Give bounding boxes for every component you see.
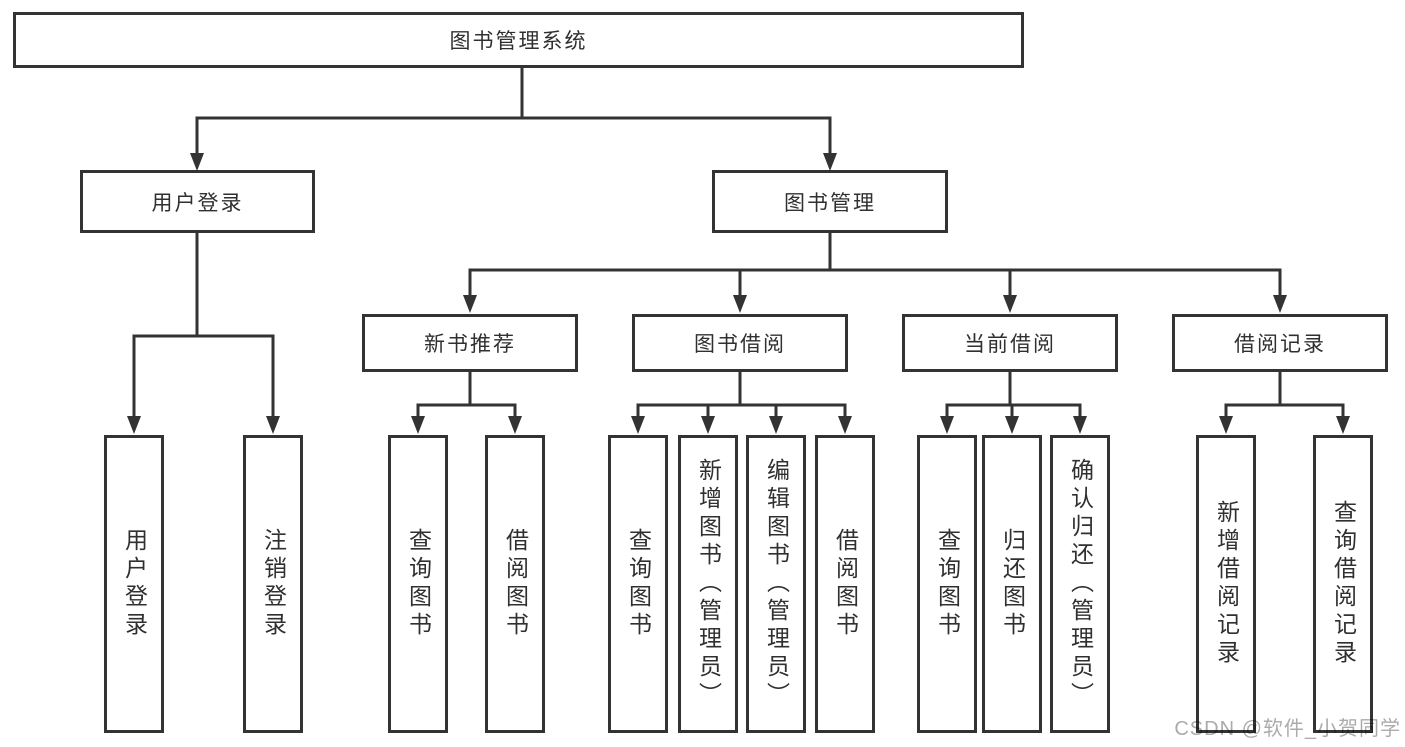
leaf-label: 编辑图书（管理员） — [763, 458, 790, 710]
arrow-down-icon — [127, 416, 141, 434]
connector-root-to-level2 — [195, 66, 832, 156]
leaf-query-books-recommend: 查询图书 — [388, 435, 448, 733]
leaf-label: 注销登录 — [260, 528, 287, 640]
node-label: 图书管理 — [784, 191, 876, 215]
arrow-down-icon — [411, 416, 425, 434]
leaf-add-borrow-record: 新增借阅记录 — [1196, 435, 1256, 733]
arrow-down-icon — [1273, 295, 1287, 313]
arrow-down-icon — [940, 416, 954, 434]
connector-current-to-leaves — [945, 370, 1082, 420]
leaf-label: 用户登录 — [121, 528, 148, 640]
arrowheads — [127, 153, 1350, 434]
node-label: 借阅记录 — [1234, 333, 1326, 356]
node-label: 用户登录 — [151, 191, 244, 215]
leaf-label: 新增图书（管理员） — [695, 458, 722, 710]
arrow-down-icon — [508, 416, 522, 434]
leaf-label: 查询图书 — [934, 528, 961, 640]
leaf-label: 确认归还（管理员） — [1067, 458, 1094, 710]
leaf-query-borrow-record: 查询借阅记录 — [1313, 435, 1373, 733]
node-book-management: 图书管理 — [712, 170, 948, 233]
arrow-down-icon — [190, 153, 204, 171]
leaf-return-books: 归还图书 — [982, 435, 1042, 733]
leaf-user-login: 用户登录 — [104, 435, 164, 733]
arrow-down-icon — [266, 416, 280, 434]
arrow-down-icon — [769, 416, 783, 434]
node-label: 当前借阅 — [964, 333, 1056, 356]
connector-login-to-leaves — [132, 231, 275, 420]
node-label: 图书管理系统 — [449, 30, 588, 53]
leaf-edit-books-admin: 编辑图书（管理员） — [746, 435, 806, 733]
node-user-login: 用户登录 — [80, 170, 315, 233]
arrow-down-icon — [823, 153, 837, 171]
node-root: 图书管理系统 — [13, 12, 1024, 68]
arrow-down-icon — [1003, 295, 1017, 313]
arrow-down-icon — [1005, 416, 1019, 434]
arrow-down-icon — [838, 416, 852, 434]
leaf-label: 查询借阅记录 — [1330, 500, 1357, 668]
leaf-add-books-admin: 新增图书（管理员） — [678, 435, 738, 733]
arrow-down-icon — [701, 416, 715, 434]
connector-newbook-to-leaves — [416, 370, 517, 420]
leaf-label: 归还图书 — [999, 528, 1026, 640]
node-label: 新书推荐 — [424, 333, 516, 356]
leaf-label: 借阅图书 — [832, 528, 859, 640]
node-borrowing-records: 借阅记录 — [1172, 314, 1388, 372]
arrow-down-icon — [1219, 416, 1233, 434]
leaf-borrow-books-recommend: 借阅图书 — [485, 435, 545, 733]
leaf-label: 查询图书 — [625, 528, 652, 640]
connector-management-to-level3 — [468, 231, 1282, 298]
node-current-borrowing: 当前借阅 — [902, 314, 1118, 372]
arrow-down-icon — [733, 295, 747, 313]
node-book-borrowing: 图书借阅 — [632, 314, 848, 372]
leaf-label: 借阅图书 — [502, 528, 529, 640]
leaf-label: 查询图书 — [405, 528, 432, 640]
connector-records-to-leaves — [1224, 370, 1345, 420]
arrow-down-icon — [1073, 416, 1087, 434]
arrow-down-icon — [1336, 416, 1350, 434]
node-new-book-recommend: 新书推荐 — [362, 314, 578, 372]
leaf-query-books-current: 查询图书 — [917, 435, 977, 733]
node-label: 图书借阅 — [694, 333, 786, 356]
leaf-confirm-return-admin: 确认归还（管理员） — [1050, 435, 1110, 733]
arrow-down-icon — [631, 416, 645, 434]
leaf-logout: 注销登录 — [243, 435, 303, 733]
leaf-query-books-borrowing: 查询图书 — [608, 435, 668, 733]
connector-borrow-to-leaves — [636, 370, 847, 420]
leaf-borrow-books-borrowing: 借阅图书 — [815, 435, 875, 733]
watermark: CSDN @软件_小贺同学 — [1174, 718, 1401, 740]
arrow-down-icon — [463, 295, 477, 313]
leaf-label: 新增借阅记录 — [1213, 500, 1240, 668]
